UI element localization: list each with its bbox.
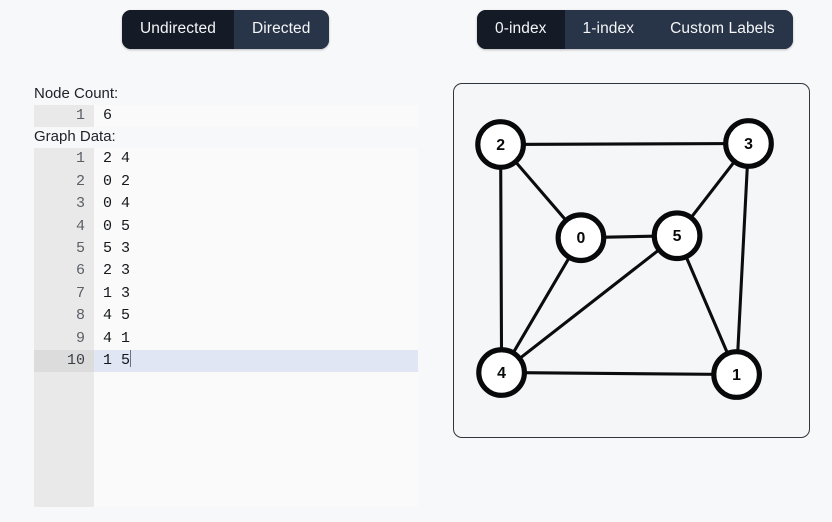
editor-empty-area[interactable]	[34, 372, 418, 507]
graph-node-circle[interactable]	[711, 349, 762, 400]
graph-edge	[500, 371, 739, 377]
code-line[interactable]: 6 2 3	[34, 260, 418, 283]
graph-node[interactable]: 0	[555, 212, 607, 264]
code-line-text[interactable]: 2 3	[103, 262, 131, 280]
line-number: 1	[34, 148, 94, 171]
graph-node-circle[interactable]	[476, 347, 527, 398]
code-line[interactable]: 9 4 1	[34, 327, 418, 350]
graph-edge	[735, 141, 751, 377]
graph-node-label: 5	[673, 228, 682, 245]
toggle-option-custom-labels[interactable]: Custom Labels	[652, 10, 793, 49]
code-line[interactable]: 5 5 3	[34, 237, 418, 261]
line-number: 1	[34, 105, 94, 128]
toggle-option-1-index[interactable]: 1-index	[564, 10, 653, 49]
line-number: 3	[34, 193, 94, 216]
node-count-label: Node Count:	[34, 85, 119, 102]
code-line-text[interactable]: 4 5	[103, 307, 131, 325]
toggle-option-0-index[interactable]: 0-index	[477, 10, 565, 49]
code-line[interactable]: 7 1 3	[34, 282, 418, 306]
graph-edge	[500, 236, 583, 375]
graph-node[interactable]: 1	[711, 349, 762, 400]
code-line[interactable]: 1 2 4	[34, 148, 418, 171]
graph-node-circle[interactable]	[475, 119, 526, 170]
code-line-text[interactable]: 6	[103, 107, 113, 124]
line-number: 8	[34, 305, 94, 328]
line-number: 9	[34, 327, 94, 350]
code-line-text[interactable]: 0 5	[103, 217, 131, 235]
graph-node-circle[interactable]	[723, 118, 774, 169]
code-line-text[interactable]: 0 4	[103, 195, 131, 213]
graph-node-label: 4	[497, 365, 506, 382]
toggle-option-undirected[interactable]: Undirected	[122, 10, 234, 49]
graph-node-label: 2	[496, 137, 505, 154]
graph-node[interactable]: 3	[723, 118, 774, 169]
code-line-text[interactable]: 1 3	[103, 284, 131, 302]
code-line[interactable]: 2 0 2	[34, 170, 418, 194]
line-number: 10	[34, 349, 94, 373]
graph-node-label: 3	[744, 136, 753, 153]
code-line-text[interactable]: 1 5	[103, 349, 132, 369]
graph-node-label: 0	[577, 230, 586, 247]
code-line-text[interactable]: 4 1	[103, 329, 131, 347]
graph-node[interactable]: 4	[476, 347, 527, 398]
graph-edge	[499, 142, 504, 375]
graph-data-label: Graph Data:	[34, 128, 116, 146]
code-line[interactable]: 3 0 4	[34, 193, 418, 216]
code-line[interactable]: 4 0 5	[34, 215, 418, 238]
code-line[interactable]: 8 4 5	[34, 305, 418, 328]
toggle-option-directed[interactable]: Directed	[233, 10, 329, 49]
graph-node-circle[interactable]	[651, 210, 703, 262]
graph-node[interactable]: 5	[651, 210, 703, 262]
code-line-text[interactable]: 0 2	[103, 172, 131, 190]
text-caret	[130, 349, 132, 367]
graph-canvas[interactable]: 0 1 2 3 4 5	[454, 84, 808, 436]
graph-edge	[500, 234, 679, 375]
graph-data-editor[interactable]: 1 2 4 2 0 2 3 0 4 4 0 5 5 5 3 6 2 3 7 1 3 8 4 5 9 4 1 10 1 …	[34, 148, 418, 507]
graph-edge	[499, 141, 751, 147]
line-number: 4	[34, 215, 94, 238]
editor-filler-body[interactable]	[94, 372, 418, 507]
gutter-filler	[34, 372, 94, 507]
line-number: 2	[34, 170, 94, 194]
code-line[interactable]: 10 1 5	[34, 349, 418, 373]
code-line-text[interactable]: 2 4	[103, 150, 131, 168]
line-number: 7	[34, 282, 94, 306]
code-line-text[interactable]: 5 3	[103, 239, 131, 257]
graph-node-label: 1	[732, 367, 741, 384]
graph-node[interactable]: 2	[475, 119, 526, 170]
graph-visualization-panel[interactable]: 0 1 2 3 4 5	[453, 83, 810, 438]
line-number: 6	[34, 260, 94, 283]
line-number: 5	[34, 237, 94, 261]
graph-node-circle[interactable]	[555, 212, 607, 264]
